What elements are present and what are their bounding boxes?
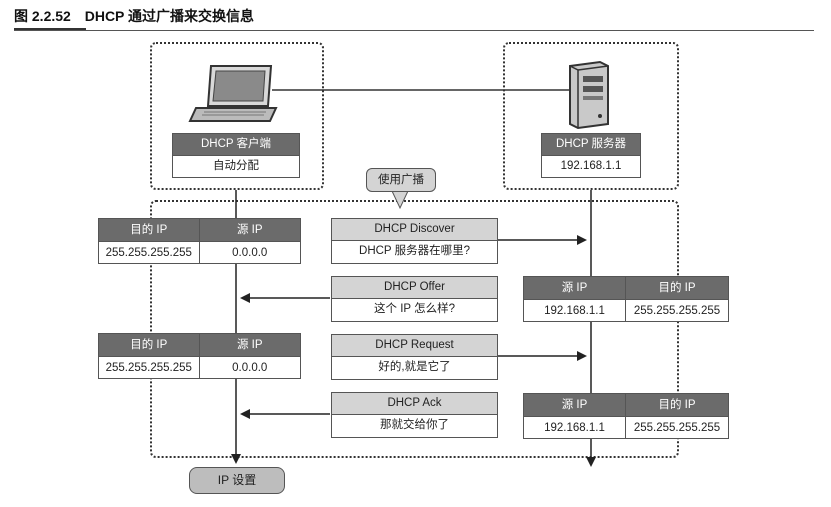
server-value: 192.168.1.1 [560,160,622,172]
client-box: DHCP 客户端 自动分配 [172,133,300,178]
table-header-dst: 目的 IP [99,219,200,242]
message-text: 这个 IP 怎么样? [374,303,455,315]
table-header-src: 源 IP [199,219,300,242]
laptop-icon [188,65,278,122]
table-header-src: 源 IP [524,277,626,300]
client-table-discover: 目的 IP 源 IP 255.255.255.255 0.0.0.0 [98,218,301,264]
message-request: DHCP Request 好的,就是它了 [331,334,498,380]
table-header-src: 源 IP [199,334,300,357]
callout-pointer [391,190,409,210]
figure-number: 图 2.2.52 [14,8,71,24]
message-name: DHCP Discover [332,219,497,241]
broadcast-callout: 使用广播 [366,168,436,192]
message-text: DHCP 服务器在哪里? [359,245,470,257]
message-ack: DHCP Ack 那就交给你了 [331,392,498,438]
figure-title: 图 2.2.52 DHCP 通过广播来交换信息 [14,6,254,26]
message-name: DHCP Ack [332,393,497,415]
client-label: DHCP 客户端 [173,134,299,156]
client-table-request: 目的 IP 源 IP 255.255.255.255 0.0.0.0 [98,333,301,379]
table-cell-src: 0.0.0.0 [232,362,268,374]
message-name: DHCP Offer [332,277,497,299]
table-cell-src: 192.168.1.1 [524,417,626,439]
message-text: 那就交给你了 [380,419,449,431]
message-offer: DHCP Offer 这个 IP 怎么样? [331,276,498,322]
figure-caption: DHCP 通过广播来交换信息 [84,8,255,24]
table-header-dst: 目的 IP [626,277,728,300]
table-header-src: 源 IP [524,394,626,417]
server-box: DHCP 服务器 192.168.1.1 [541,133,641,178]
table-cell-dst: 255.255.255.255 [99,242,200,264]
server-table-ack: 源 IP 目的 IP 192.168.1.1 255.255.255.255 [523,393,729,439]
table-header-dst: 目的 IP [626,394,728,417]
message-discover: DHCP Discover DHCP 服务器在哪里? [331,218,498,264]
table-cell-src: 192.168.1.1 [524,300,626,322]
table-cell-src: 0.0.0.0 [232,247,268,259]
message-text: 好的,就是它了 [378,361,451,373]
exchange-region [150,200,679,458]
title-rule [14,30,814,31]
ip-setting-result: IP 设置 [189,467,285,494]
server-label: DHCP 服务器 [542,134,640,156]
title-underline [14,28,86,31]
table-cell-dst: 255.255.255.255 [99,357,200,379]
client-value: 自动分配 [213,160,259,172]
message-name: DHCP Request [332,335,497,357]
table-cell-dst: 255.255.255.255 [633,422,721,434]
table-header-dst: 目的 IP [99,334,200,357]
server-region [503,42,679,190]
server-table-offer: 源 IP 目的 IP 192.168.1.1 255.255.255.255 [523,276,729,322]
client-region [150,42,324,190]
table-cell-dst: 255.255.255.255 [633,305,721,317]
server-icon [569,60,609,130]
